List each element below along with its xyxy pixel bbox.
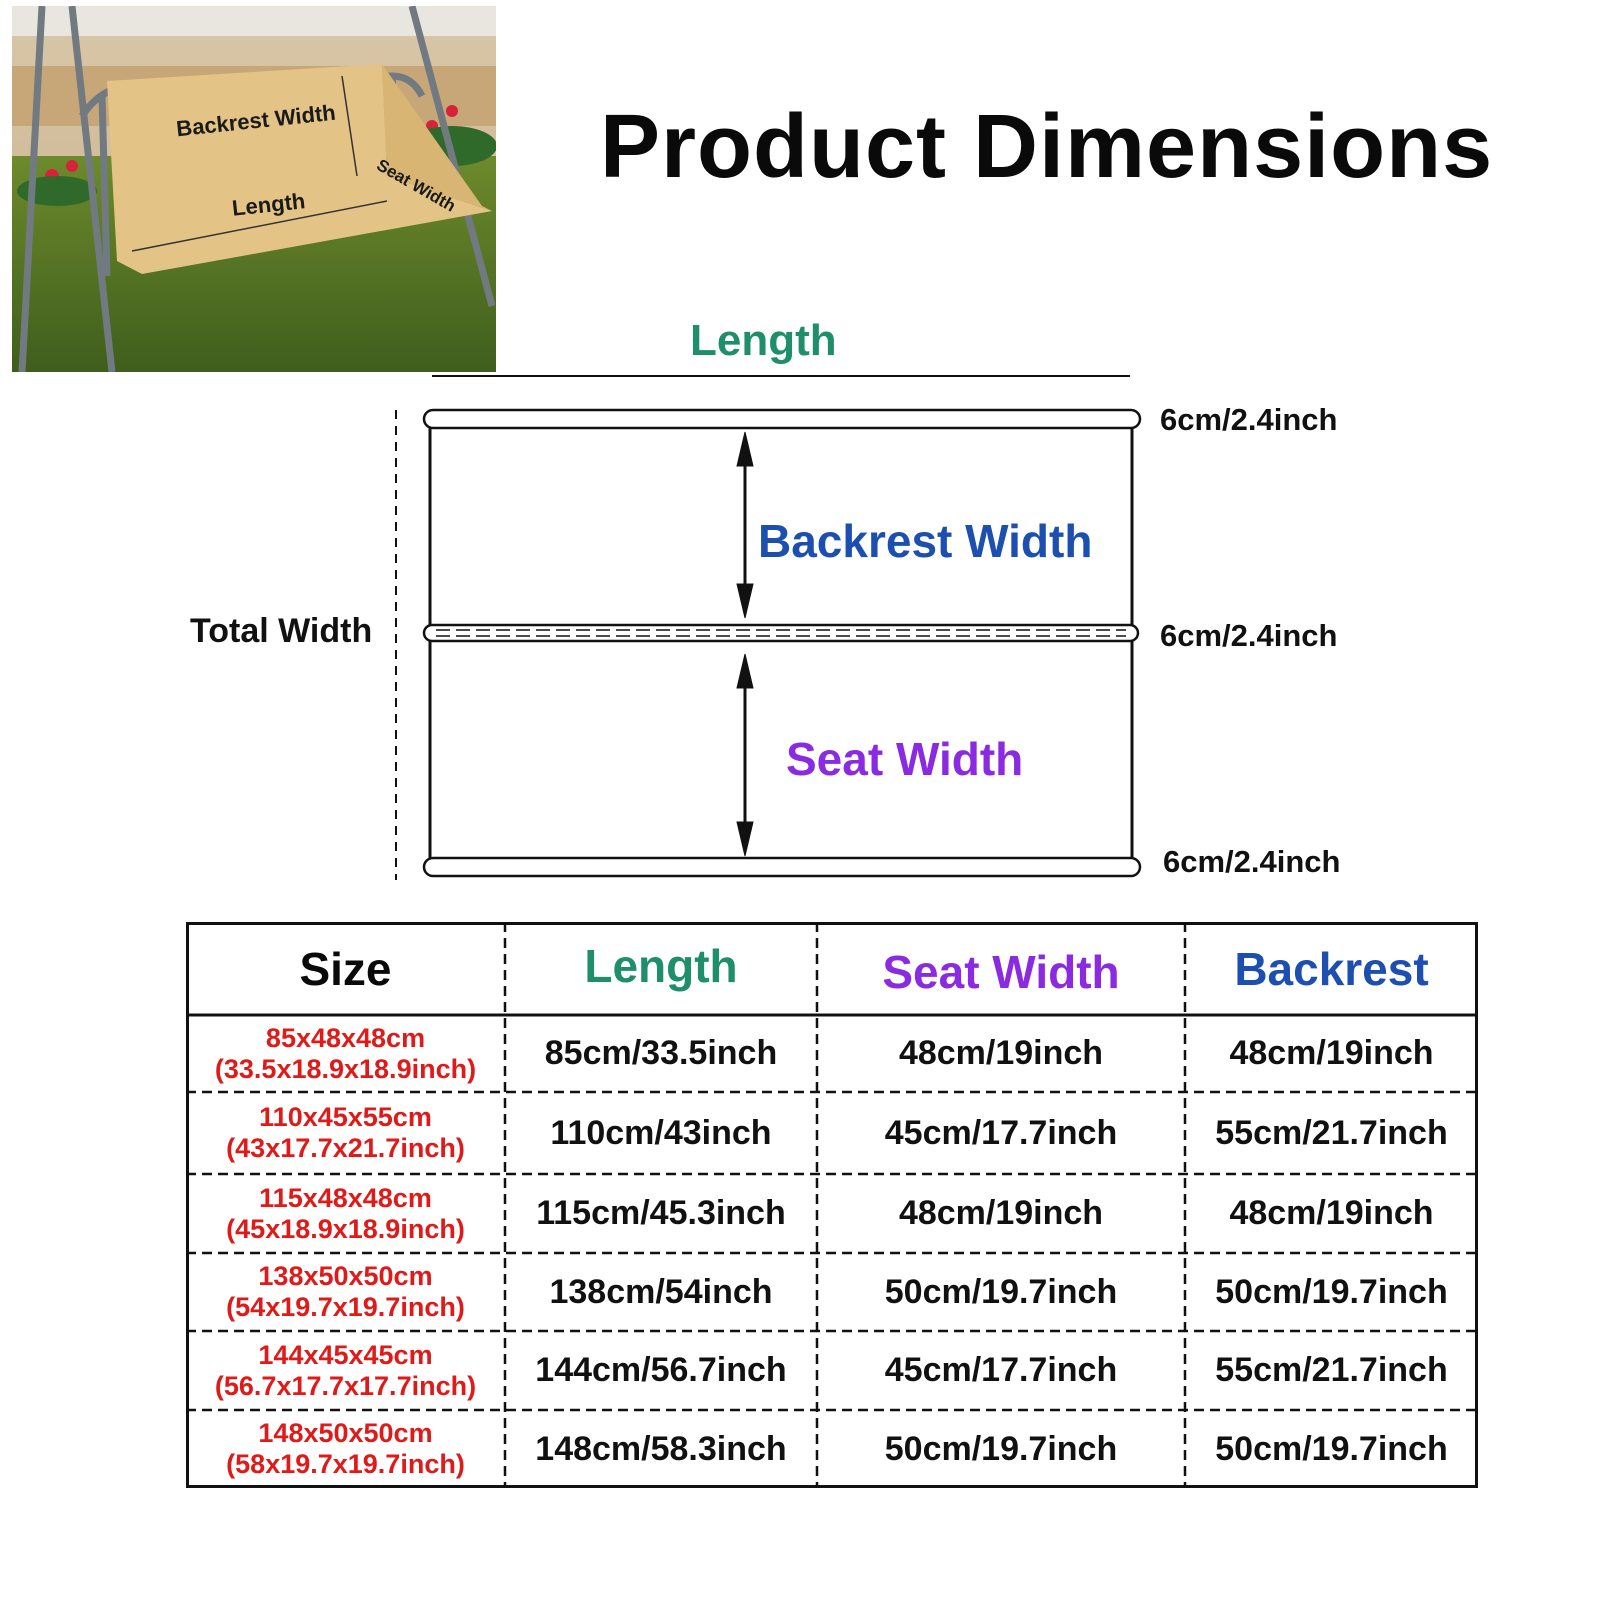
middle-tube [422, 623, 1140, 643]
seat-width-cell: 45cm/17.7inch [884, 1113, 1118, 1152]
seat-arrow [736, 653, 754, 857]
header-seat-width: Seat Width [882, 946, 1120, 998]
page-title: Product Dimensions [600, 97, 1494, 197]
size-inch: (45x18.9x18.9inch) [226, 1213, 465, 1244]
size-cell: 110x45x55cm (43x17.7x21.7inch) [186, 1092, 505, 1174]
size-inch: (54x19.7x19.7inch) [226, 1292, 465, 1322]
size-cm: 148x50x50cm [258, 1418, 433, 1448]
diagram-length-label: Length [690, 316, 837, 365]
size-cell: 138x50x50cm (54x19.7x19.7inch) [186, 1253, 505, 1331]
size-inch: (33.5x18.9x18.9inch) [214, 1053, 477, 1084]
length-cell: 148cm/58.3inch [535, 1429, 787, 1468]
size-cell: 115x48x48cm (45x18.9x18.9inch) [186, 1174, 505, 1253]
size-table-grid [186, 922, 1478, 1488]
backrest-cell: 50cm/19.7inch [1215, 1429, 1448, 1468]
size-cm: 115x48x48cm [259, 1182, 432, 1213]
seat-width-cell: 50cm/19.7inch [884, 1272, 1118, 1311]
diagram-drawing [395, 375, 1142, 880]
size-inch: (56.7x17.7x17.7inch) [214, 1370, 477, 1401]
size-cell: 85x48x48cm (33.5x18.9x18.9inch) [186, 1015, 505, 1092]
size-inch: (58x19.7x19.7inch) [226, 1449, 465, 1479]
header-size: Size [299, 942, 392, 995]
size-table: Size Length Seat Width Backrest 85x48x48… [186, 922, 1478, 1488]
size-cell: 148x50x50cm (58x19.7x19.7inch) [186, 1410, 505, 1488]
seat-width-cell: 48cm/19inch [898, 1194, 1104, 1232]
backrest-cell: 48cm/19inch [1229, 1194, 1434, 1232]
length-cell: 138cm/54inch [549, 1272, 773, 1311]
length-cell: 110cm/43inch [550, 1113, 772, 1152]
seat-width-cell: 50cm/19.7inch [884, 1429, 1118, 1468]
length-cell: 85cm/33.5inch [544, 1034, 778, 1072]
bottom-tube [422, 856, 1142, 878]
diagram-seat-label: Seat Width [786, 733, 1024, 785]
size-cell: 144x45x45cm (56.7x17.7x17.7inch) [186, 1331, 505, 1410]
length-cell: 115cm/45.3inch [536, 1194, 786, 1232]
diagram-total-width-label: Total Width [190, 612, 373, 650]
tube-dimension-top: 6cm/2.4inch [1160, 402, 1338, 437]
backrest-cell: 55cm/21.7inch [1215, 1113, 1448, 1152]
dimension-diagram: Length Backrest Width Seat Width Total W… [0, 300, 1601, 900]
header-length: Length [584, 940, 738, 992]
size-cm: 110x45x55cm [259, 1102, 432, 1132]
swing-photo-illustration [12, 6, 496, 372]
size-inch: (43x17.7x21.7inch) [226, 1133, 465, 1163]
diagram-backrest-label: Backrest Width [758, 515, 1093, 567]
size-cm: 138x50x50cm [258, 1261, 433, 1291]
backrest-arrow [736, 431, 754, 619]
tube-dimension-middle: 6cm/2.4inch [1160, 618, 1338, 653]
size-cm: 144x45x45cm [258, 1339, 433, 1370]
backrest-cell: 55cm/21.7inch [1215, 1351, 1448, 1389]
backrest-cell: 50cm/19.7inch [1215, 1272, 1448, 1311]
backrest-cell: 48cm/19inch [1229, 1034, 1434, 1072]
header-backrest: Backrest [1234, 942, 1429, 995]
size-cm: 85x48x48cm [265, 1022, 426, 1053]
top-tube [422, 408, 1142, 430]
length-cell: 144cm/56.7inch [535, 1351, 787, 1389]
product-photo: Backrest Width Length Seat Width [12, 6, 496, 372]
tube-dimension-bottom: 6cm/2.4inch [1163, 844, 1341, 879]
seat-width-cell: 48cm/19inch [898, 1034, 1104, 1072]
seat-width-cell: 45cm/17.7inch [884, 1351, 1118, 1389]
